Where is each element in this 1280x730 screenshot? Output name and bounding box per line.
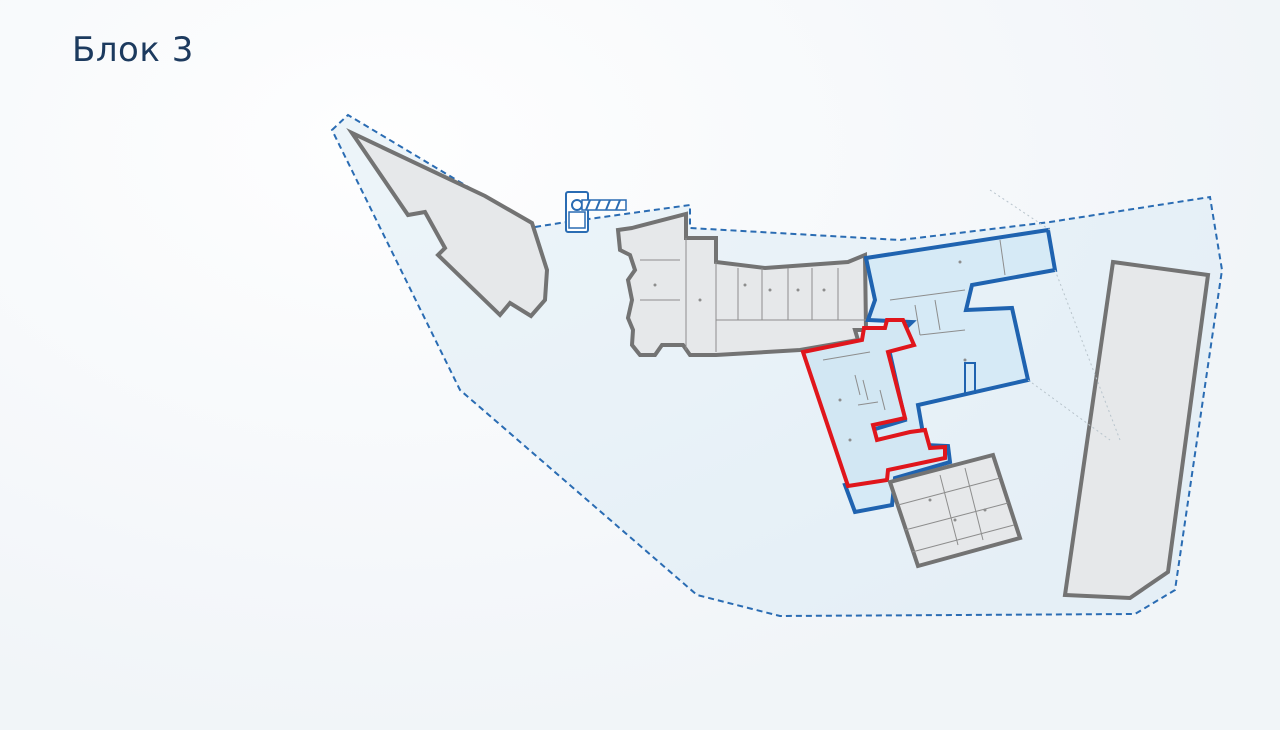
building-blue-interior bbox=[889, 239, 1006, 394]
building-southeast[interactable] bbox=[887, 452, 1023, 569]
survey-lines bbox=[989, 189, 1121, 441]
building-center-west-interior bbox=[640, 238, 866, 352]
barrier-gate-icon bbox=[565, 191, 627, 233]
building-red-interior bbox=[822, 351, 886, 442]
building-east-long[interactable] bbox=[1062, 259, 1211, 601]
building-southeast-interior bbox=[897, 467, 1015, 553]
building-left[interactable] bbox=[346, 128, 550, 319]
block-title: Блок 3 bbox=[72, 30, 194, 70]
